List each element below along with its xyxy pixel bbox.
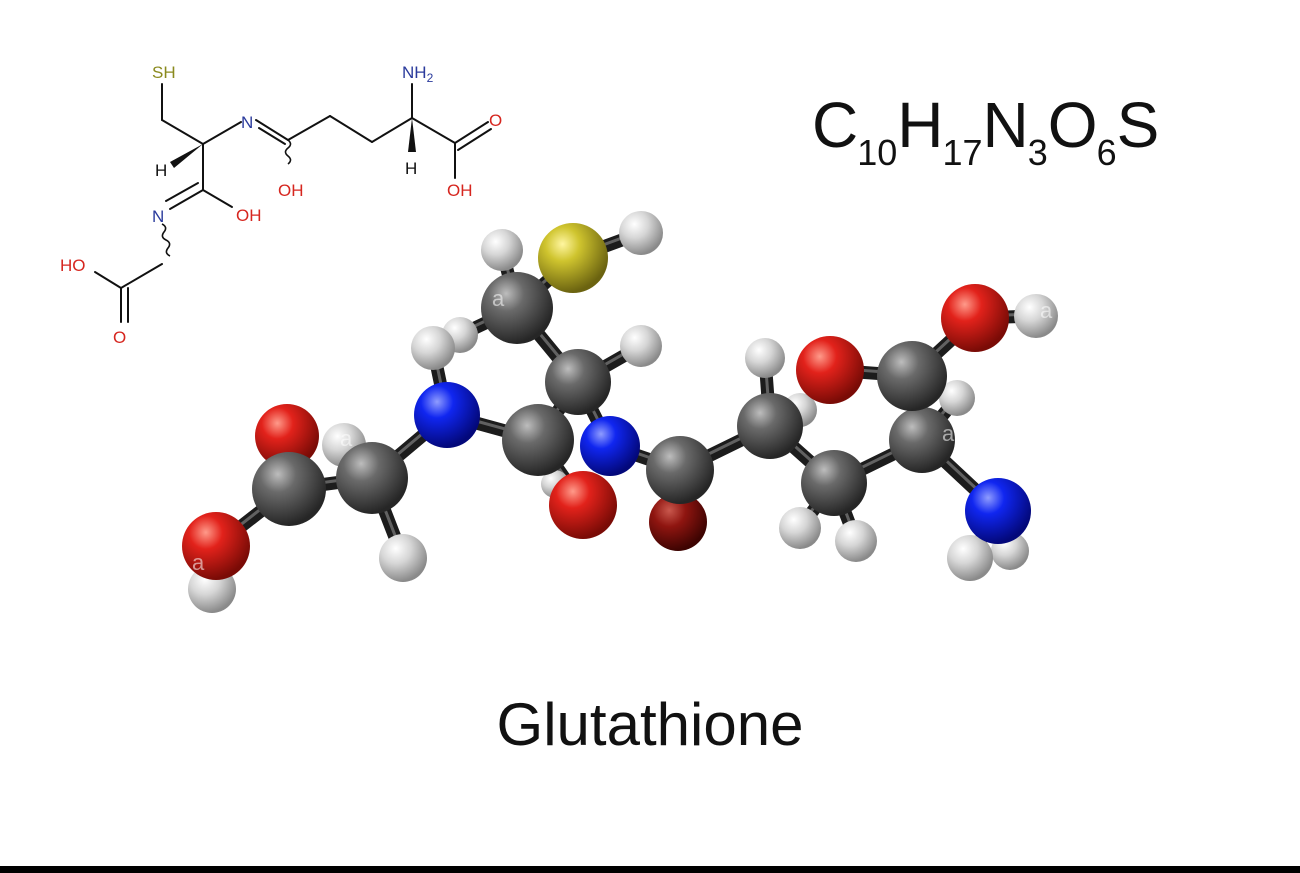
label-nh2: NH2 xyxy=(402,63,434,85)
formula-element-o: O xyxy=(1047,89,1098,161)
oxygen-atom xyxy=(549,471,617,539)
formula-element-c: C xyxy=(812,89,858,161)
formula-subscript: 6 xyxy=(1096,132,1117,173)
carbon-atom xyxy=(877,341,947,411)
hydrogen-atom xyxy=(481,229,523,271)
nitrogen-atom xyxy=(965,478,1031,544)
label-oh-middle: OH xyxy=(278,181,304,200)
label-n-lower: N xyxy=(152,207,164,226)
formula-element-h: H xyxy=(897,89,943,161)
label-ho: HO xyxy=(60,256,86,275)
oxygen-atom xyxy=(255,404,319,468)
label-h-right: H xyxy=(405,159,417,178)
label-oh-right: OH xyxy=(447,181,473,200)
nitrogen-atom xyxy=(580,416,640,476)
hydrogen-atom xyxy=(620,325,662,367)
hydrogen-atom xyxy=(745,338,785,378)
label-oh-lower: OH xyxy=(236,206,262,225)
svg-text:a: a xyxy=(340,426,353,451)
molecule-name: Glutathione xyxy=(496,691,804,758)
sulfur-atom xyxy=(538,223,608,293)
carbon-atom xyxy=(252,452,326,526)
carbon-atom xyxy=(801,450,867,516)
nitrogen-atom xyxy=(414,382,480,448)
carbon-atom xyxy=(889,407,955,473)
label-sh: SH xyxy=(152,63,176,82)
svg-text:a: a xyxy=(1040,298,1053,323)
label-n-upper: N xyxy=(241,113,253,132)
oxygen-atom xyxy=(649,493,707,551)
oxygen-atom xyxy=(182,512,250,580)
carbon-atom xyxy=(646,436,714,504)
label-o-right: O xyxy=(489,111,502,130)
formula-element-n: N xyxy=(982,89,1029,161)
formula-subscript: 17 xyxy=(942,132,983,173)
hydrogen-atom xyxy=(947,535,993,581)
bottom-border xyxy=(0,866,1300,873)
structural-formula: SH NH2 N N H H OH OH OH HO O O xyxy=(60,63,502,347)
hydrogen-atom xyxy=(1014,294,1058,338)
oxygen-atom xyxy=(796,336,864,404)
watermark: a a a a a xyxy=(192,286,1053,575)
carbon-atom xyxy=(545,349,611,415)
carbon-atom xyxy=(737,393,803,459)
hydrogen-atom xyxy=(379,534,427,582)
molecular-formula: C10H17N3O6S xyxy=(812,88,1160,173)
hydrogen-atom xyxy=(779,507,821,549)
label-o-bottom: O xyxy=(113,328,126,347)
svg-text:a: a xyxy=(942,421,955,446)
hydrogen-atom xyxy=(835,520,877,562)
formula-subscript: 10 xyxy=(857,132,898,173)
hydrogen-atom xyxy=(939,380,975,416)
hydrogen-atom xyxy=(619,211,663,255)
svg-text:a: a xyxy=(492,286,505,311)
formula-subscript: 3 xyxy=(1027,132,1048,173)
label-h-left: H xyxy=(155,161,167,180)
oxygen-atom xyxy=(941,284,1009,352)
hydrogen-atom xyxy=(411,326,455,370)
carbon-atom xyxy=(502,404,574,476)
atoms-layer xyxy=(182,211,1058,613)
carbon-atom xyxy=(336,442,408,514)
carbon-atom xyxy=(481,272,553,344)
svg-text:a: a xyxy=(192,550,205,575)
formula-element-s: S xyxy=(1116,89,1160,161)
